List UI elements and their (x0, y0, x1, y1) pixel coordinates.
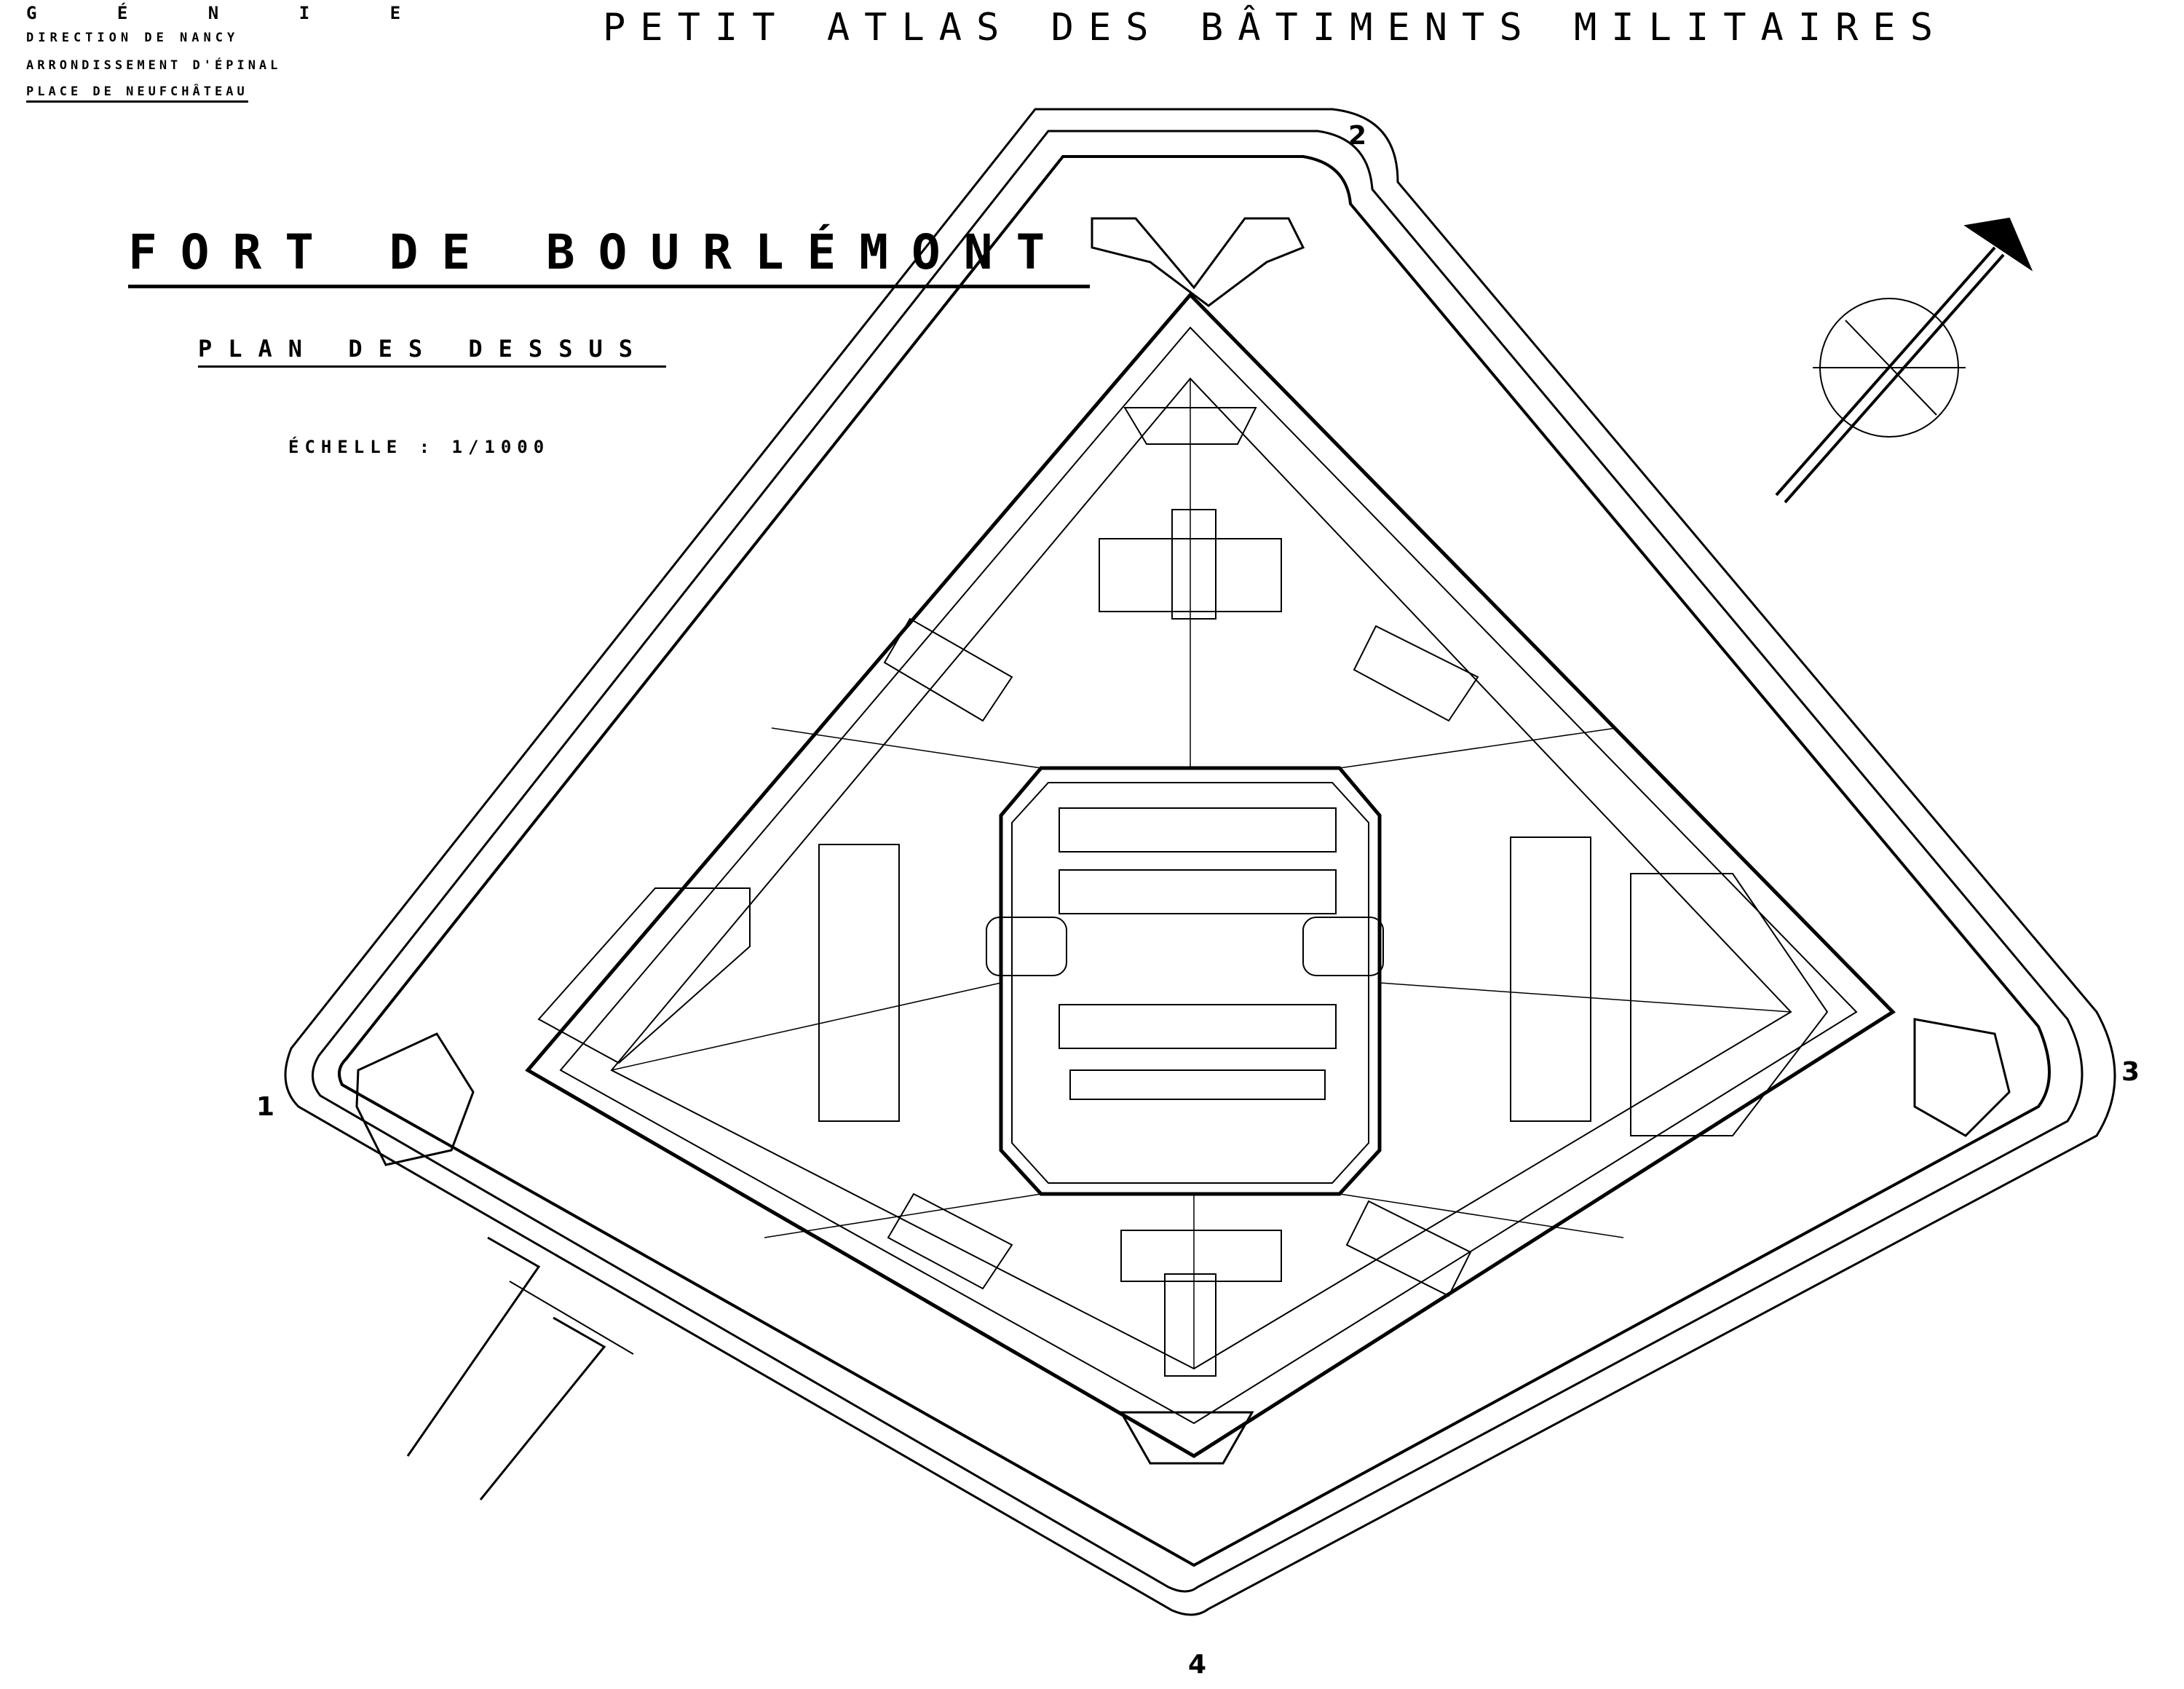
salient-caponiers (355, 217, 2011, 1465)
fort-title: FORT DE BOURLÉMONT (128, 224, 1091, 288)
direction-label: DIRECTION DE NANCY (26, 31, 240, 45)
slope-lines (611, 379, 1792, 1369)
north-arrow-icon (1775, 217, 2033, 504)
glacis-outer-ring (284, 108, 2116, 1616)
entrance-road (406, 1236, 634, 1500)
central-barracks (986, 766, 1384, 1196)
scale-label: ÉCHELLE : 1/1000 (288, 437, 550, 457)
marker-1: 1 (256, 1092, 275, 1122)
plan-subtitle: PLAN DES DESSUS (198, 335, 666, 368)
place-label: PLACE DE NEUFCHÂTEAU (26, 84, 248, 103)
atlas-title: PETIT ATLAS DES BÂTIMENTS MILITAIRES (603, 6, 1948, 50)
marker-2: 2 (1348, 121, 1367, 151)
traverses-shelters (537, 407, 1829, 1377)
genie-header: G É N I E (26, 3, 436, 23)
arrondissement-label: ARRONDISSEMENT D'ÉPINAL (26, 58, 282, 73)
marker-4: 4 (1188, 1650, 1207, 1680)
marker-3: 3 (2121, 1057, 2140, 1087)
